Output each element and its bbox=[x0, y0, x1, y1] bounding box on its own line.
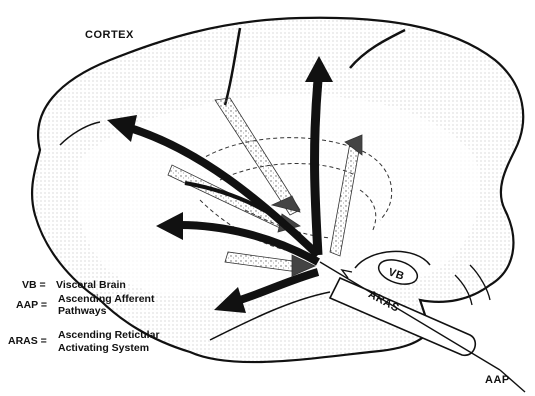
legend-aap-text-1: Ascending Afferent bbox=[58, 293, 155, 305]
arrow-up bbox=[315, 80, 318, 255]
label-cortex: CORTEX bbox=[85, 29, 134, 41]
legend-aap-abbr: AAP = bbox=[16, 299, 47, 311]
legend-aras-text-1: Ascending Reticular bbox=[58, 329, 160, 341]
legend-aras-text-2: Activating System bbox=[58, 342, 149, 354]
label-aap-bottom: AAP bbox=[485, 374, 510, 386]
legend-aap-text-2: Pathways bbox=[58, 305, 107, 317]
legend-aras-abbr: ARAS = bbox=[8, 335, 47, 347]
legend-vb-abbr: VB = bbox=[22, 279, 46, 291]
legend-vb-text: Visceral Brain bbox=[56, 279, 126, 291]
